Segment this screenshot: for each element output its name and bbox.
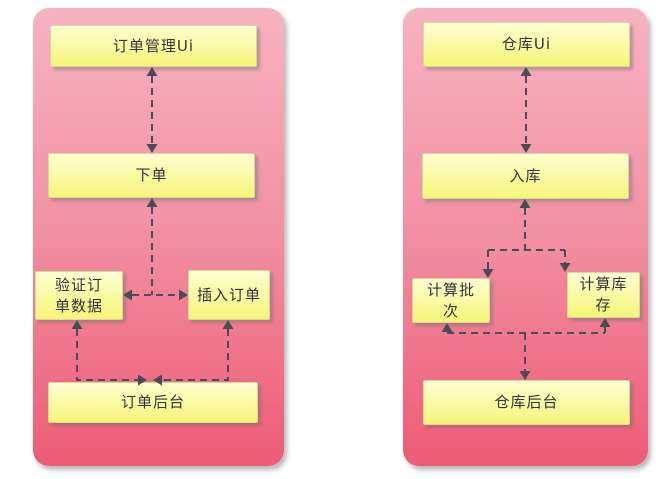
arrowhead-down-icon (520, 144, 532, 153)
arrowhead-down-icon (146, 144, 158, 153)
edge-line (162, 329, 229, 381)
panel-warehouse: 仓库Ui 入库 计算批次 计算库存 仓库后台 (403, 8, 648, 466)
edge-insert-backend (153, 320, 234, 386)
node-warehouse-backend: 仓库后台 (423, 380, 630, 425)
edge-branch-warehousebackend (441, 318, 611, 380)
arrowhead-down-icon (559, 263, 571, 272)
arrowhead-up-icon (519, 199, 531, 208)
node-order-ui: 订单管理Ui (50, 25, 257, 67)
node-warehouse-ui: 仓库Ui (423, 22, 630, 67)
edge-line (76, 329, 138, 381)
arrowhead-up-icon (599, 318, 611, 327)
arrowhead-up-icon (520, 67, 532, 76)
panel-orders: 订单管理Ui 下单 验证订单数据 插入订单 订单后台 (33, 8, 284, 466)
edge-line (487, 208, 566, 269)
edge-orderui-placeorder (146, 67, 158, 153)
edge-placeorder-junction (123, 198, 188, 301)
edge-warehouseui-inbound (520, 67, 532, 153)
edge-validate-backend (71, 320, 147, 386)
arrowhead-up-icon (71, 320, 83, 329)
node-calc-batch: 计算批次 (412, 278, 490, 323)
node-validate-order-data: 验证订单数据 (35, 271, 123, 320)
node-calc-stock: 计算库存 (567, 272, 640, 318)
arrowhead-up-icon (146, 198, 158, 207)
edge-inbound-branch (482, 199, 571, 278)
node-inbound: 入库 (422, 153, 629, 199)
arrowhead-down-icon (482, 269, 494, 278)
node-insert-order: 插入订单 (188, 270, 270, 320)
arrowhead-up-icon (146, 67, 158, 76)
arrowhead-left-icon (123, 289, 132, 301)
edge-line (447, 327, 606, 371)
arrowhead-up-icon (222, 320, 234, 329)
node-place-order: 下单 (48, 153, 255, 198)
arrowhead-right-icon (179, 289, 188, 301)
node-order-backend: 订单后台 (48, 382, 258, 423)
arrowhead-up-icon (441, 323, 453, 332)
arrowhead-down-icon (519, 371, 531, 380)
edge-line (132, 207, 179, 296)
